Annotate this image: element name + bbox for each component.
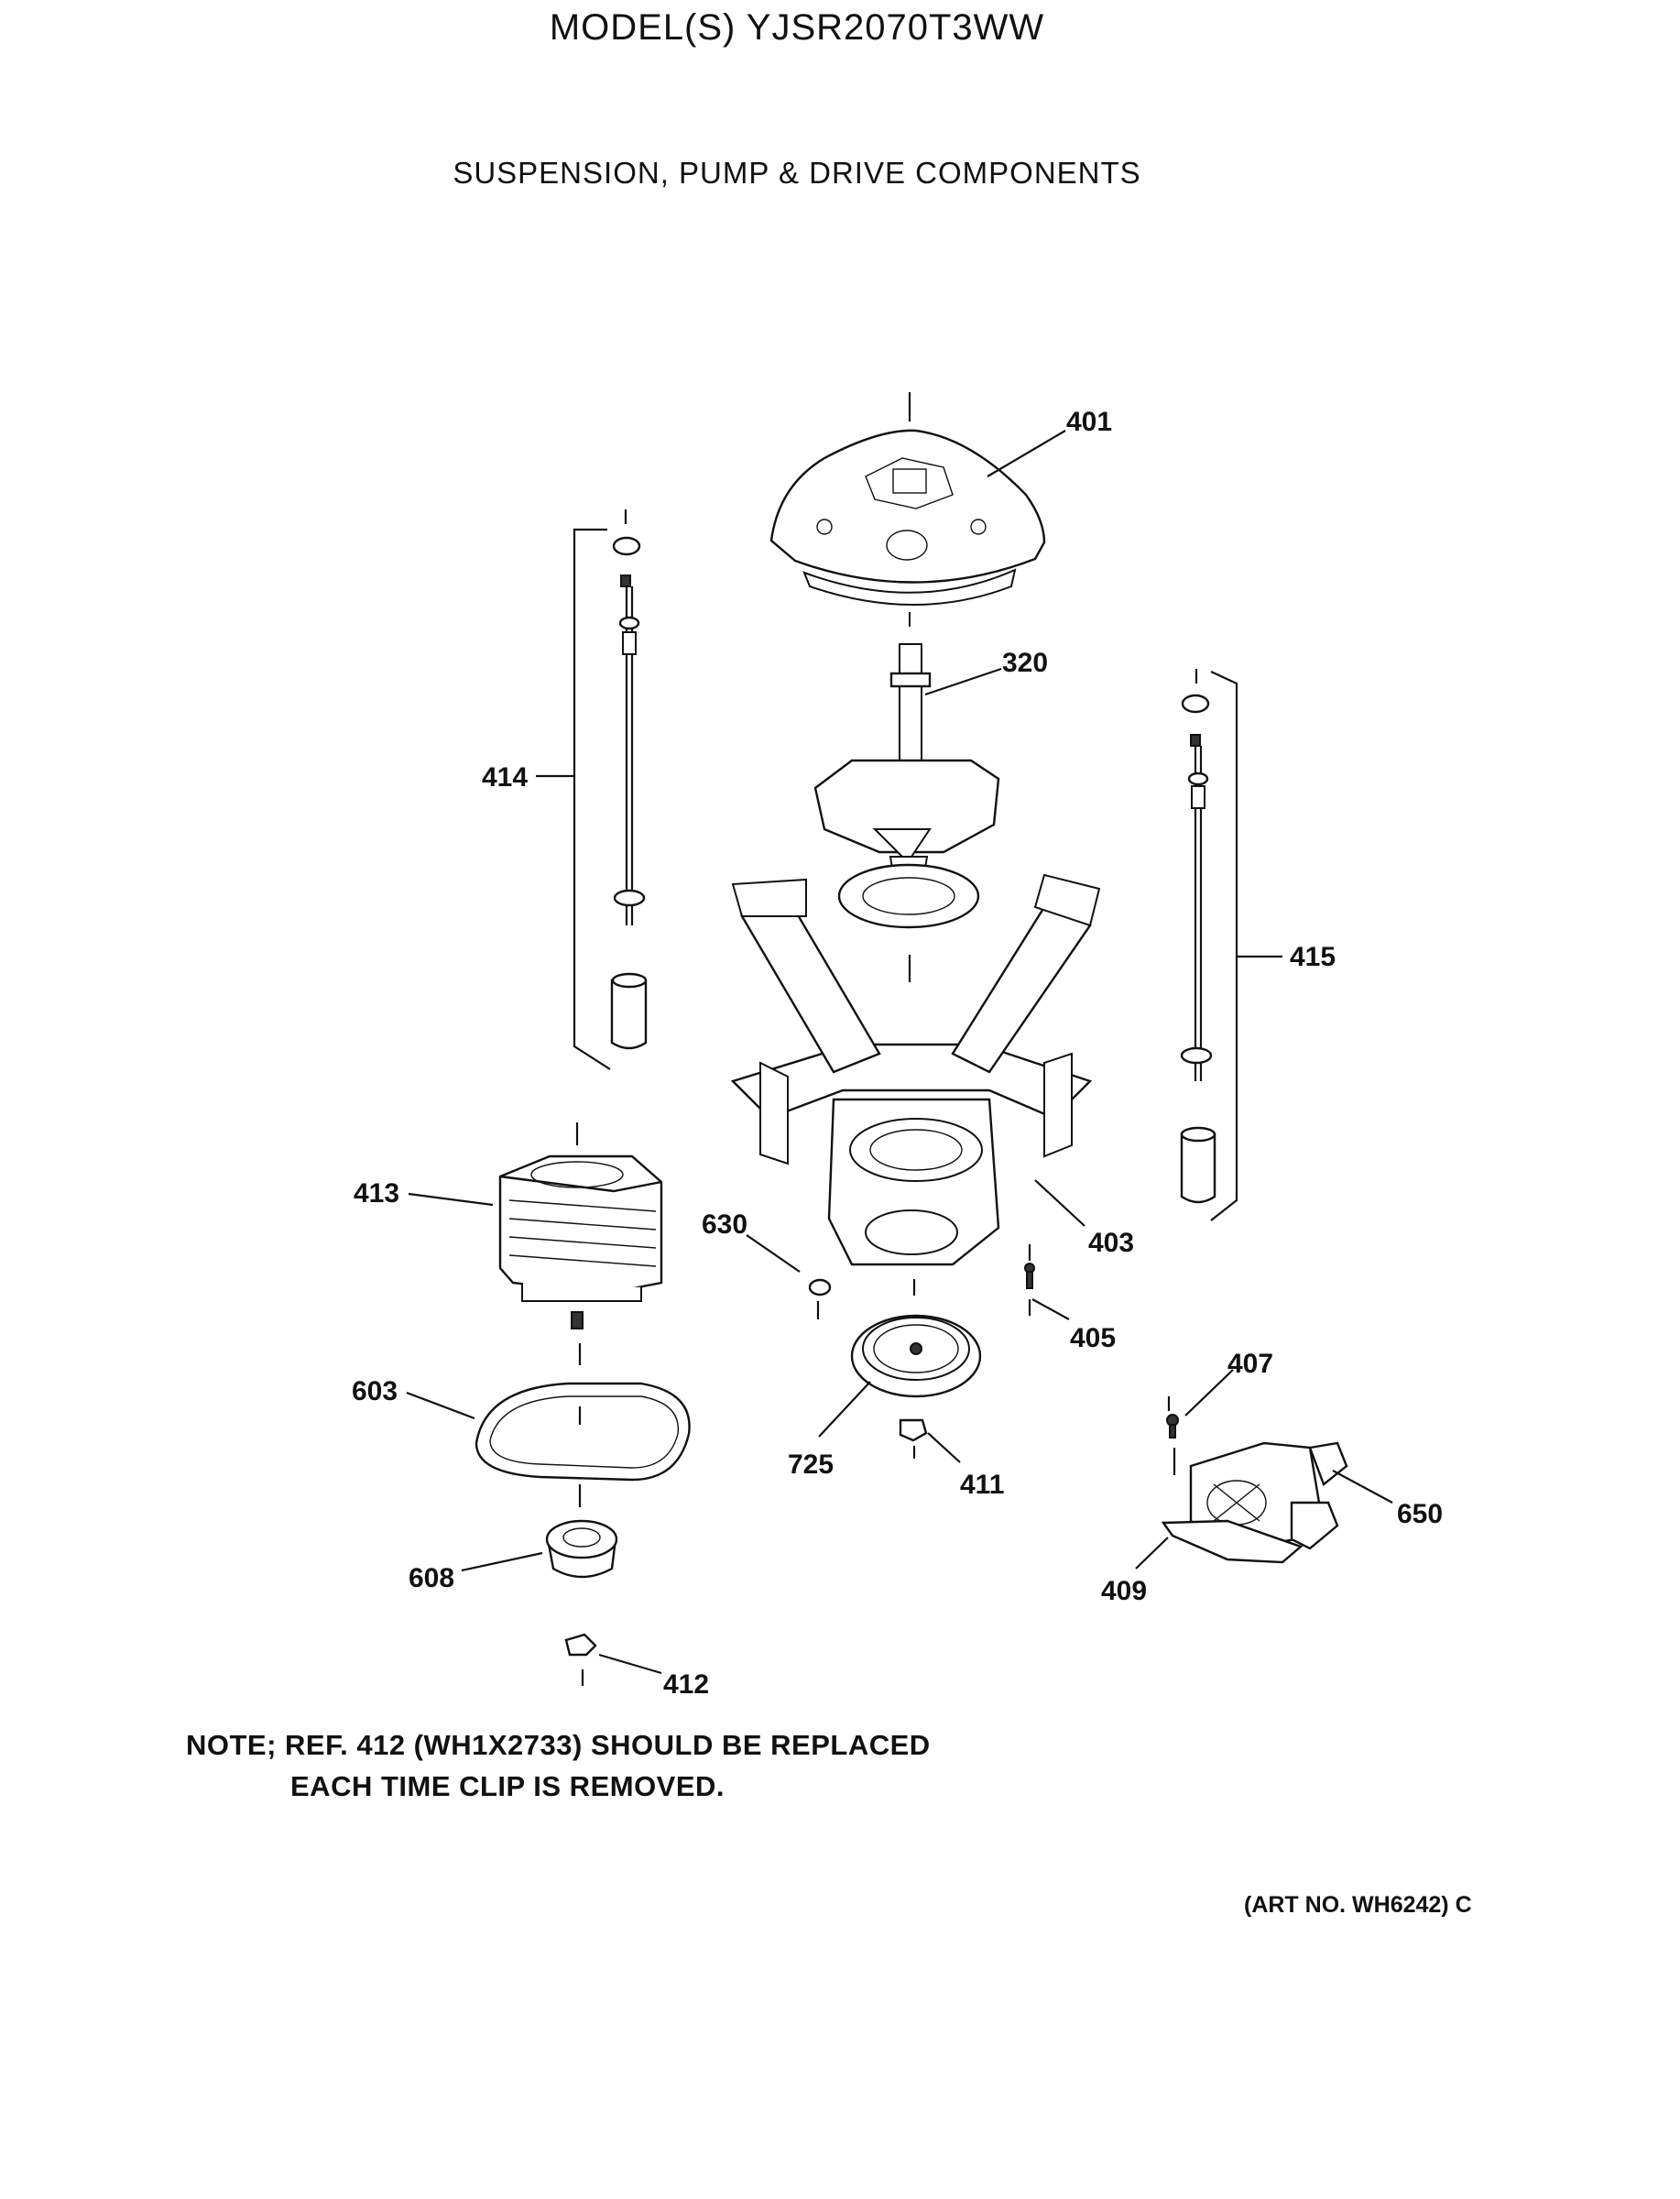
callout-401: 401 [1066,407,1112,437]
section-subtitle: SUSPENSION, PUMP & DRIVE COMPONENTS [453,156,1141,190]
note-line-1: NOTE; REF. 412 (WH1X2733) SHOULD BE REPL… [186,1729,931,1761]
part-407-screw[interactable]: 407 [1166,1349,1273,1475]
callout-411: 411 [960,1470,1004,1500]
callout-405: 405 [1070,1323,1116,1353]
replacement-note: NOTE; REF. 412 (WH1X2733) SHOULD BE REPL… [186,1724,931,1807]
callout-725: 725 [788,1450,834,1480]
part-403-drive-support[interactable]: 403 [730,873,1134,1296]
callout-603: 603 [352,1376,398,1406]
note-line-2: EACH TIME CLIP IS REMOVED. [290,1770,725,1802]
callout-414: 414 [482,762,528,793]
part-608-motor-pulley[interactable]: 608 [409,1519,618,1593]
part-603-drive-belt[interactable]: 603 [352,1376,691,1507]
part-411-nut[interactable]: 411 [899,1418,1004,1500]
callout-320: 320 [1002,648,1048,678]
callout-650: 650 [1397,1499,1443,1529]
callout-403: 403 [1088,1228,1134,1258]
callout-413: 630 [702,1209,747,1240]
callout-412: 412 [663,1669,709,1700]
part-412-clip[interactable]: 412 [564,1633,709,1700]
part-630-drive-motor[interactable]: 413 [354,1122,663,1365]
callout-407: 407 [1227,1349,1273,1379]
part-415-suspension-rod-right[interactable]: 415 [1180,669,1336,1221]
page-title: MODEL(S) YJSR2070T3WW [549,7,1045,48]
callout-630: 413 [354,1178,399,1209]
part-413-nut[interactable]: 630 [702,1209,832,1319]
part-414-suspension-rod-left[interactable]: 414 [482,509,648,1070]
callout-608: 608 [409,1563,454,1593]
part-409-pump-bracket[interactable]: 409 [1101,1519,1304,1606]
part-401-drive-cover[interactable]: 401 [769,392,1112,641]
callout-409: 409 [1101,1576,1147,1606]
part-405-screw[interactable]: 405 [1024,1244,1116,1353]
art-number: (ART NO. WH6242) C [1244,1892,1472,1918]
callout-415: 415 [1290,942,1336,972]
part-320-transmission[interactable]: 320 [813,643,1048,982]
part-725-pulley[interactable]: 725 [788,1314,982,1480]
